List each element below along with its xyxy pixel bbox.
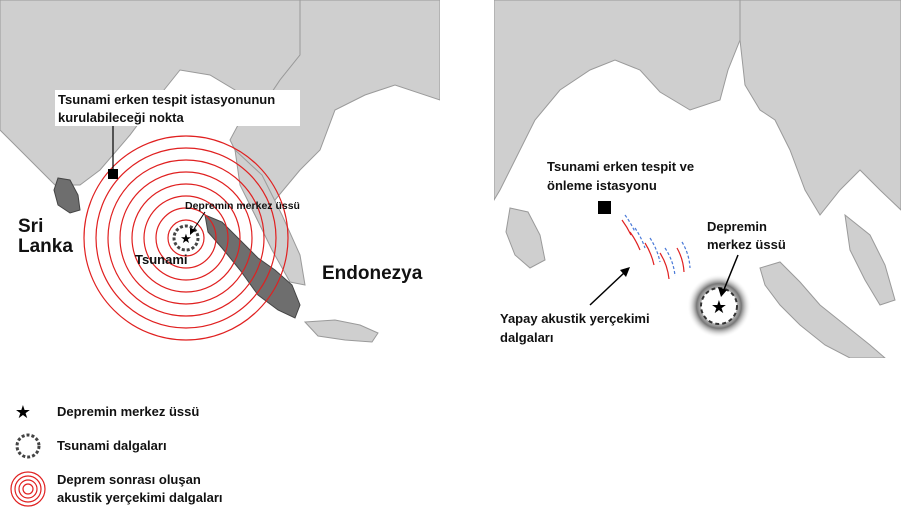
indonesia-label: Endonezya — [322, 263, 423, 284]
right-waves-arrow — [589, 271, 626, 306]
right-epicenter-label-line2: merkez üssü — [707, 237, 786, 252]
station-marker — [108, 169, 118, 179]
legend: ★ Depremin merkez üssü Tsunami dalgaları… — [10, 402, 222, 507]
legend-tsunami-ring-icon — [15, 433, 41, 459]
right-epicenter-arrowhead — [718, 287, 727, 297]
right-waves-label-line2: dalgaları — [500, 330, 553, 345]
right-station-label-line2: önleme istasyonu — [547, 178, 657, 193]
left-station-label-line1: Tsunami erken tespit istasyonunun — [58, 92, 275, 107]
legend-star-icon: ★ — [15, 402, 31, 422]
right-station-label-line1: Tsunami erken tespit ve — [547, 159, 694, 174]
sri-label-line2: Lanka — [18, 236, 73, 257]
right-myanmar-landmass — [739, 0, 901, 216]
right-epicenter-label-line1: Depremin — [707, 219, 767, 234]
station-label-box — [55, 90, 300, 126]
sri-lanka-landmass — [53, 177, 81, 214]
right-epicenter-arrow — [722, 254, 739, 293]
right-malaysia-landmass — [844, 213, 896, 306]
left-epicenter-arrowhead — [190, 228, 196, 235]
right-india-landmass — [494, 0, 741, 201]
right-map: ★ Tsunami erken tespit ve önleme istasyo… — [494, 0, 901, 358]
acoustic-gravity-rings — [83, 135, 289, 341]
right-waves-label-line1: Yapay akustik yerçekimi — [500, 311, 650, 326]
right-station-marker — [598, 201, 611, 214]
left-station-label-line2: kurulabileceği nokta — [58, 110, 184, 125]
legend-concentric-rings-icon — [10, 471, 46, 507]
legend-label-acoustic-line2: akustik yerçekimi dalgaları — [57, 490, 222, 505]
legend-label-epicenter: Depremin merkez üssü — [57, 404, 199, 419]
left-epicenter-arrow — [191, 211, 206, 233]
legend-label-tsunami: Tsunami dalgaları — [57, 438, 167, 453]
left-map: ★ Tsunami erken tespit istasyonunun kuru… — [0, 0, 440, 343]
artificial-waves — [621, 214, 691, 280]
sri-label-line1: Sri — [18, 216, 43, 237]
right-epicenter-star-icon: ★ — [711, 297, 727, 317]
legend-label-acoustic-line1: Deprem sonrası oluşan — [57, 472, 201, 487]
right-waves-arrowhead — [620, 267, 630, 277]
epicenter-star-icon: ★ — [180, 231, 192, 246]
left-epicenter-label: Depremin merkez üssü — [185, 200, 300, 212]
right-sri-lanka-landmass — [505, 207, 546, 269]
java-landmass — [303, 319, 379, 343]
right-sumatra-landmass — [759, 261, 886, 358]
sumatra-landmass — [204, 214, 301, 319]
left-tsunami-label: Tsunami — [135, 252, 188, 267]
